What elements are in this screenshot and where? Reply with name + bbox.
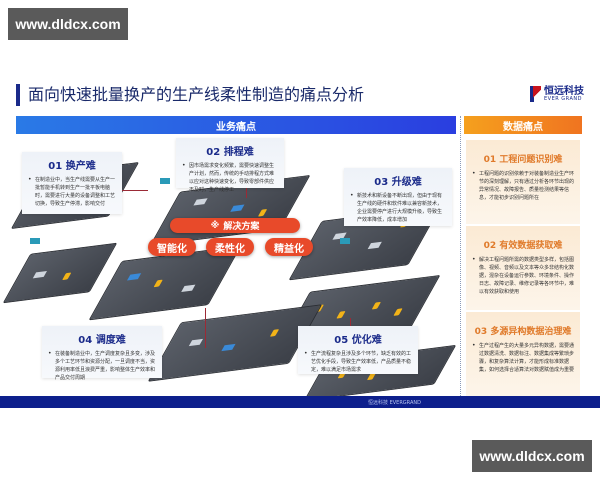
area-tag [160,178,170,184]
logo-mark-icon [530,86,542,102]
solution-pill-intelligent: 智能化 [148,238,196,256]
pain-card-dispatch: 04 调度难 在装备制造业中，生产调度复杂且多变，涉及多个工艺环节和资源分配，一… [42,326,162,381]
card-body: 工程问题的识别依赖于对装备制造业生产环节的深刻理解，只有通过分析各环节出现的异常… [472,170,574,202]
card-title: 03 升级难 [374,177,422,188]
footer-text: 恒远科技 EVERGRAND [368,399,421,406]
footer-bar: 恒远科技 EVERGRAND [0,396,600,408]
section-divider [460,116,461,398]
logo-cn-text: 恒远科技 [544,85,584,97]
card-title: 01 换产难 [48,161,96,172]
pain-card-optimization: 05 优化难 生产流程复杂且涉及多个环节，缺乏有效的工艺优化手段，导致生产效率低… [298,326,418,374]
pain-card-upgrade: 03 升级难 新技术和新设备不断出现，但由于现有生产线的硬件和软件难以兼容新技术… [344,168,452,226]
pain-card-scheduling: 02 排程难 因市场需求变化频繁，需要快速调整生产计划，然而，传统的手动排程方式… [176,138,284,193]
card-title: 05 优化难 [334,335,382,346]
logo-en-text: EVER GRAND [544,95,582,102]
slide: 面向快速批量换产的生产线柔性制造的痛点分析 恒远科技 EVER GRAND 业务… [0,78,600,408]
card-body: 在装备制造业中，生产调度复杂且多变，涉及多个工艺环节和资源分配，一旦调度不当，资… [48,350,156,382]
asterisk-icon: ※ [210,220,220,231]
area-tag [340,238,350,244]
area-tag [30,238,40,244]
watermark-bottom: www.dldcx.com [472,440,592,472]
card-title: 01 工程问题识别难 [483,155,563,165]
card-body: 因市场需求变化频繁，需要快速调整生产计划，然而，传统的手动排程方式难以应对这种快… [182,162,278,194]
pain-card-changeover: 01 换产难 在制造业中，当生产线需要从生产一批暂能手机转到生产一批平板电脑时，… [22,152,122,214]
connector-line [118,190,148,191]
card-title: 04 调度难 [78,335,126,346]
solution-title: 解决方案 [223,222,260,232]
data-pain-header: 数据痛点 [464,116,582,134]
card-body: 新技术和新设备不断出现，但由于现有生产线的硬件和软件难以兼容新技术，企业需要停产… [350,192,446,224]
data-card-acquisition: 02 有效数据获取难 解决工程问题所需的数据类型多样，包括图像、视频、音频以及文… [466,226,580,310]
card-body: 生产流程复杂且涉及多个环节，缺乏有效的工艺优化手段，导致生产效率低，产品质量不稳… [304,350,412,374]
card-body: 在制造业中，当生产线需要从生产一批暂能手机转到生产一批平板电脑时，需要进行大量的… [28,176,116,208]
factory-platform [2,242,118,304]
card-body: 解决工程问题所需的数据类型多样，包括图像、视频、音频以及文本等众多非结构化数据，… [472,256,574,296]
solution-pill-lean: 精益化 [265,238,313,256]
solution-pill-flexible: 柔性化 [206,238,254,256]
business-pain-header: 业务痛点 [16,116,456,134]
card-title: 02 有效数据获取难 [483,241,563,251]
solution-banner: ※ 解决方案 [170,218,300,233]
card-body: 生产过程产生的大量多元异构数据，需要通过数据清洗、数据标注、数据集成等繁琐步骤，… [472,342,574,374]
data-card-governance: 03 多源异构数据治理难 生产过程产生的大量多元异构数据，需要通过数据清洗、数据… [466,312,580,396]
card-title: 02 排程难 [206,147,254,158]
watermark-top: www.dldcx.com [8,8,128,40]
title-accent-bar [16,84,20,106]
data-card-identification: 01 工程问题识别难 工程问题的识别依赖于对装备制造业生产环节的深刻理解，只有通… [466,140,580,224]
connector-line [205,308,206,348]
card-title: 03 多源异构数据治理难 [474,327,572,337]
page-title: 面向快速批量换产的生产线柔性制造的痛点分析 [28,85,365,104]
factory-platform [147,304,323,382]
company-logo: 恒远科技 EVER GRAND [530,86,584,102]
factory-platform [88,245,242,321]
